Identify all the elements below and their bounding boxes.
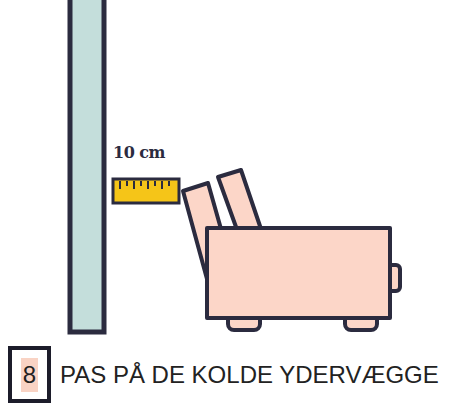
dimension-label: 10 cm xyxy=(113,143,165,162)
heading: PAS PÅ DE KOLDE YDERVÆGGE xyxy=(60,361,439,389)
outer-wall xyxy=(70,0,104,332)
sofa xyxy=(183,170,400,330)
callout-box: 8 xyxy=(8,346,51,403)
callout-number: 8 xyxy=(21,358,38,392)
tape-measure xyxy=(113,179,179,203)
